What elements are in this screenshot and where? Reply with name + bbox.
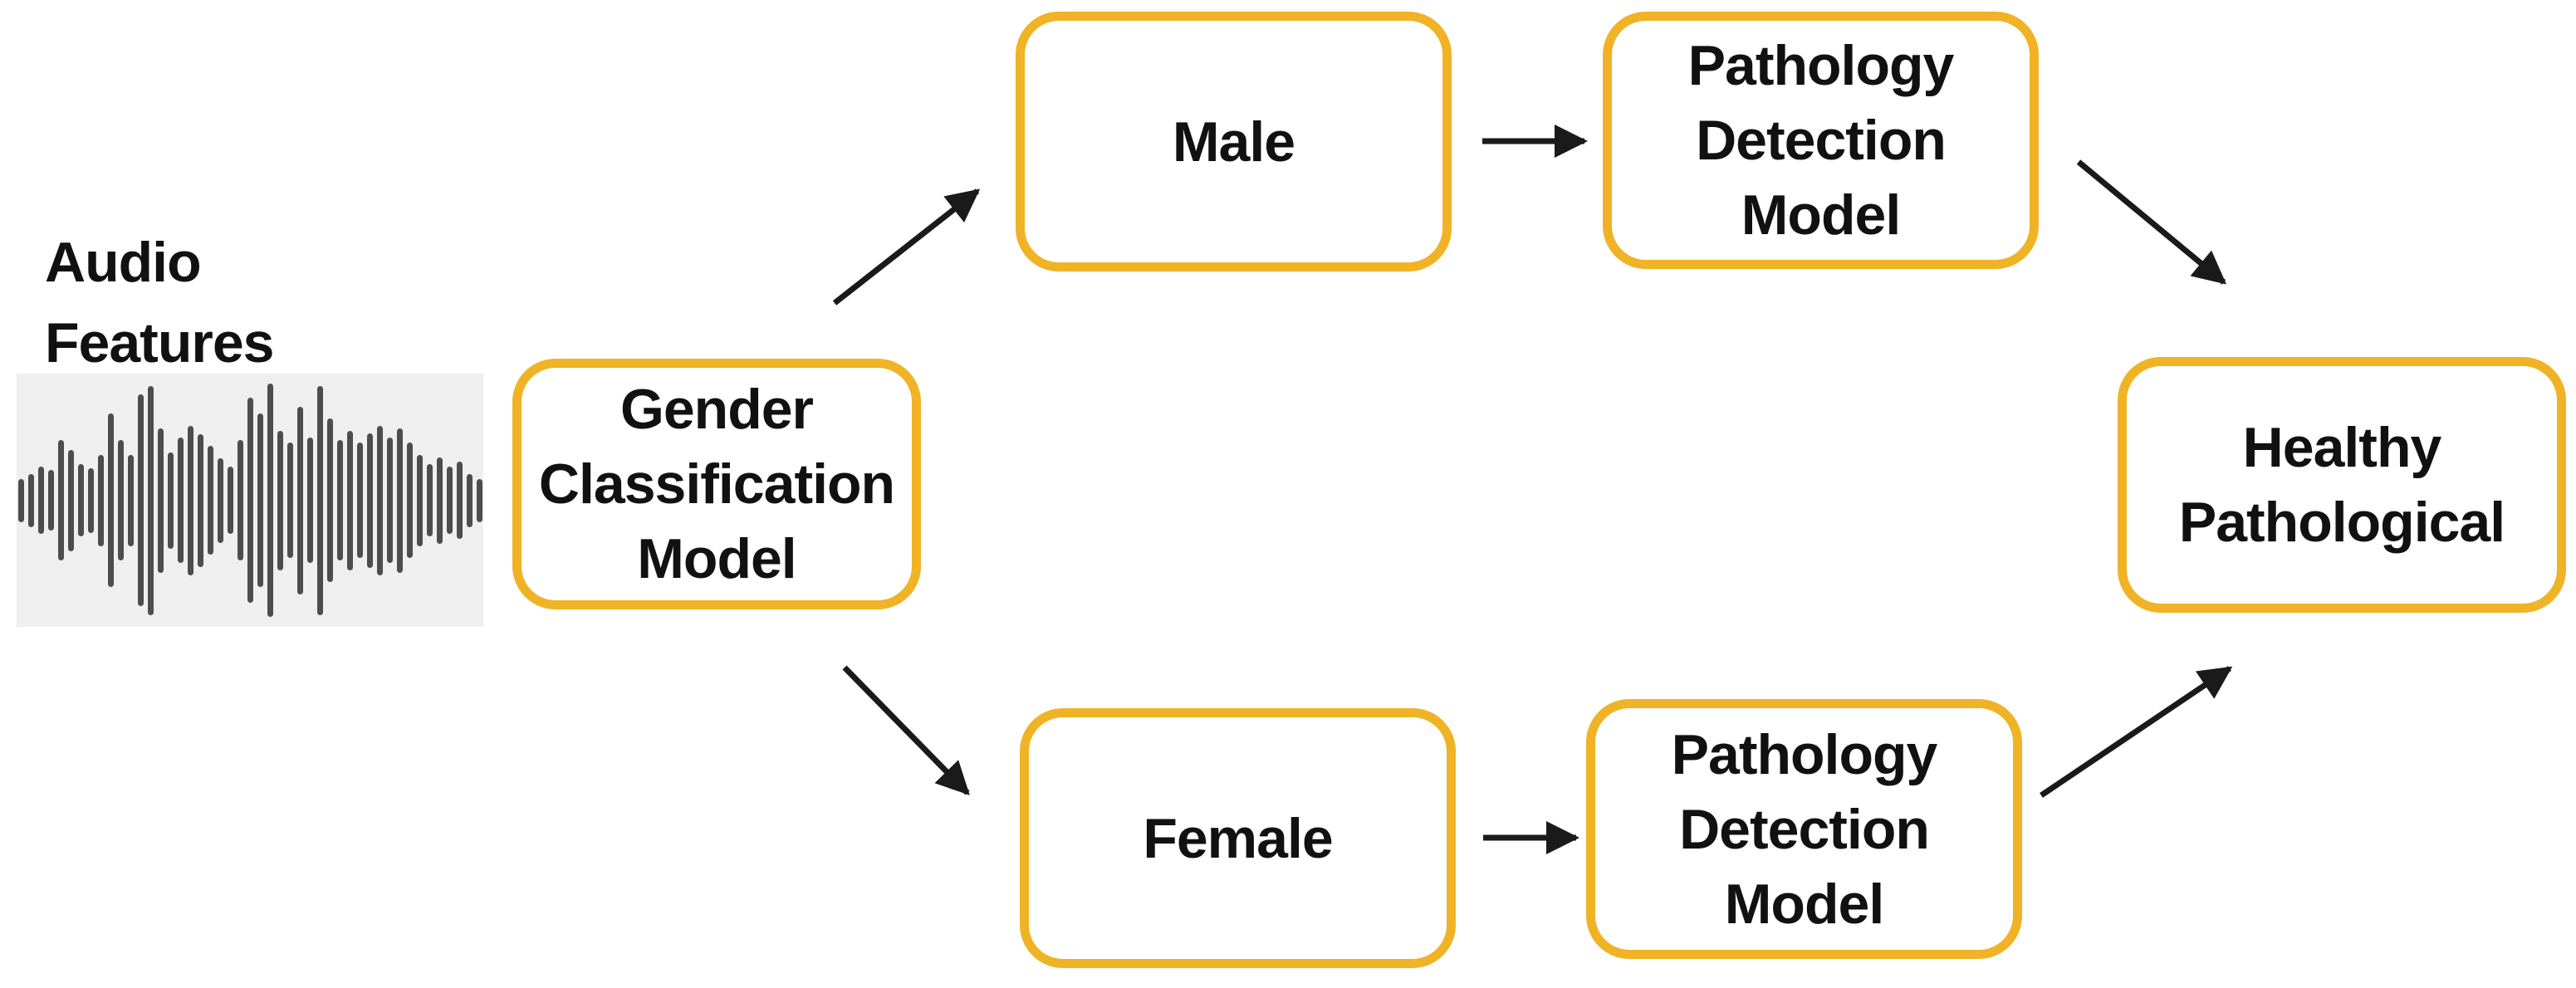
waveform-bar — [406, 443, 413, 558]
audio-features-label: Audio Features — [45, 231, 274, 374]
waveform-bar — [107, 413, 114, 587]
waveform-bar — [386, 438, 393, 563]
arrow-gender-to-male — [832, 188, 981, 306]
arrow-pathology-top-to-healthy — [2076, 159, 2227, 285]
waveform-bar — [376, 425, 383, 575]
waveform-bar — [356, 443, 363, 558]
waveform-bar — [27, 473, 34, 527]
waveform-bar — [157, 428, 164, 573]
waveform-bar — [277, 430, 283, 570]
arrow-gender-to-female — [842, 665, 970, 795]
waveform-bar — [336, 440, 343, 560]
waveform-bar — [466, 473, 473, 527]
waveform-bar — [67, 449, 74, 551]
waveform-bar — [366, 433, 373, 568]
waveform-bar — [476, 478, 482, 522]
waveform-bar — [306, 438, 313, 563]
waveform-bar — [247, 398, 253, 603]
waveform-bar — [147, 385, 154, 615]
waveform-bar — [436, 457, 443, 544]
waveform-bar — [237, 440, 243, 560]
waveform-bar — [117, 440, 124, 560]
waveform-bar — [426, 464, 433, 536]
waveform-bar — [396, 428, 403, 573]
waveform-bar — [137, 394, 144, 606]
waveform-bar — [177, 438, 184, 563]
audio-waveform-icon — [17, 374, 483, 627]
node-male: Male — [1016, 12, 1452, 271]
waveform-bar — [87, 467, 94, 533]
node-healthy-pathological: Healthy Pathological — [2118, 357, 2566, 613]
waveform-bar — [97, 454, 104, 546]
waveform-bar — [187, 425, 193, 575]
waveform-bar — [227, 467, 233, 534]
node-gender-classification-model: Gender Classification Model — [512, 359, 921, 609]
waveform-bar — [456, 462, 463, 539]
waveform-bar — [217, 457, 223, 543]
node-pathology-detection-model-female: Pathology Detection Model — [1586, 699, 2022, 959]
waveform-bar — [446, 467, 453, 534]
waveform-bar — [416, 454, 423, 546]
waveform-bar — [127, 454, 134, 546]
arrow-pathology-bottom-to-healthy — [2040, 666, 2233, 798]
waveform-bar — [207, 446, 213, 555]
node-pathology-detection-model-male: Pathology Detection Model — [1603, 12, 2039, 269]
waveform-bar — [167, 452, 174, 549]
waveform-bar — [296, 406, 303, 594]
waveform-bar — [316, 385, 323, 615]
waveform-bar — [267, 384, 273, 617]
waveform-bar — [17, 478, 24, 522]
waveform-bar — [47, 470, 54, 531]
waveform-bar — [257, 413, 263, 587]
waveform-bar — [57, 440, 64, 560]
waveform-bar — [346, 430, 353, 570]
waveform-bar — [37, 467, 44, 534]
waveform-bar — [197, 433, 203, 567]
node-female: Female — [1020, 708, 1456, 968]
waveform-bar — [77, 464, 84, 536]
waveform-bar — [326, 418, 333, 582]
waveform-bar — [286, 443, 293, 558]
